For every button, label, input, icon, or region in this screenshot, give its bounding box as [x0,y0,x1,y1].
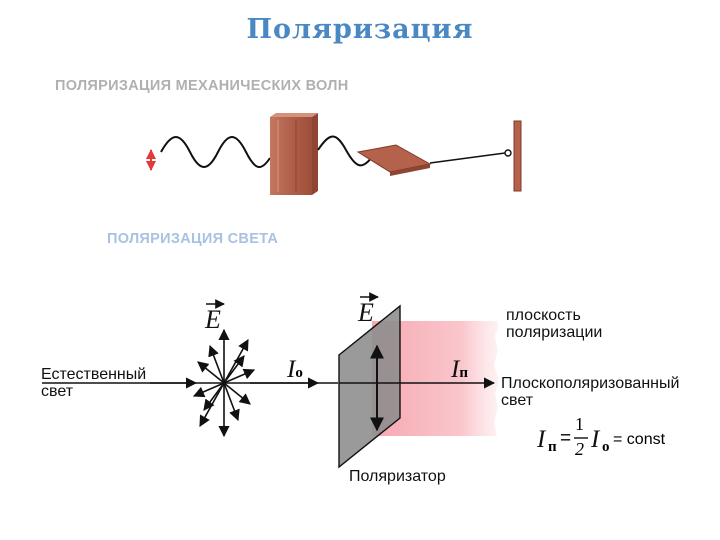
slit-block-top [270,113,318,117]
light-polarization-heading: ПОЛЯРИЗАЦИЯ СВЕТА [107,231,279,247]
polarized-beam [372,321,500,436]
e-vector-label-right: E [358,298,374,327]
wall-post [513,120,522,192]
transverse-wave-left [160,136,271,168]
natural-light-label: Естественный свет [41,366,147,400]
formula-numerator: 1 [575,414,584,434]
slit-block-side [312,113,318,195]
transverse-wave-right [317,135,373,167]
polarizer-label: Поляризатор [349,468,446,485]
mechanical-wave-scene [146,113,522,195]
intensity-out-label: Iп [451,356,468,383]
rope [429,152,506,164]
intensity-in-label: Io [287,356,303,383]
formula-denominator: 2 [575,439,584,459]
polarizer-plate [338,304,401,469]
e-vector-label-left: E [205,305,221,334]
intensity-formula: I п = 1 2 I o = const [537,414,666,459]
page-title: Поляризация [246,14,474,45]
plane-polarized-light-label: Плоскополяризованный свет [501,375,680,409]
mechanical-waves-heading: ПОЛЯРИЗАЦИЯ МЕХАНИЧЕСКИХ ВОЛН [55,78,349,94]
polarization-plane-label: плоскость поляризации [506,307,603,341]
natural-light-e-vectors [192,328,256,438]
slit-block [270,117,312,195]
